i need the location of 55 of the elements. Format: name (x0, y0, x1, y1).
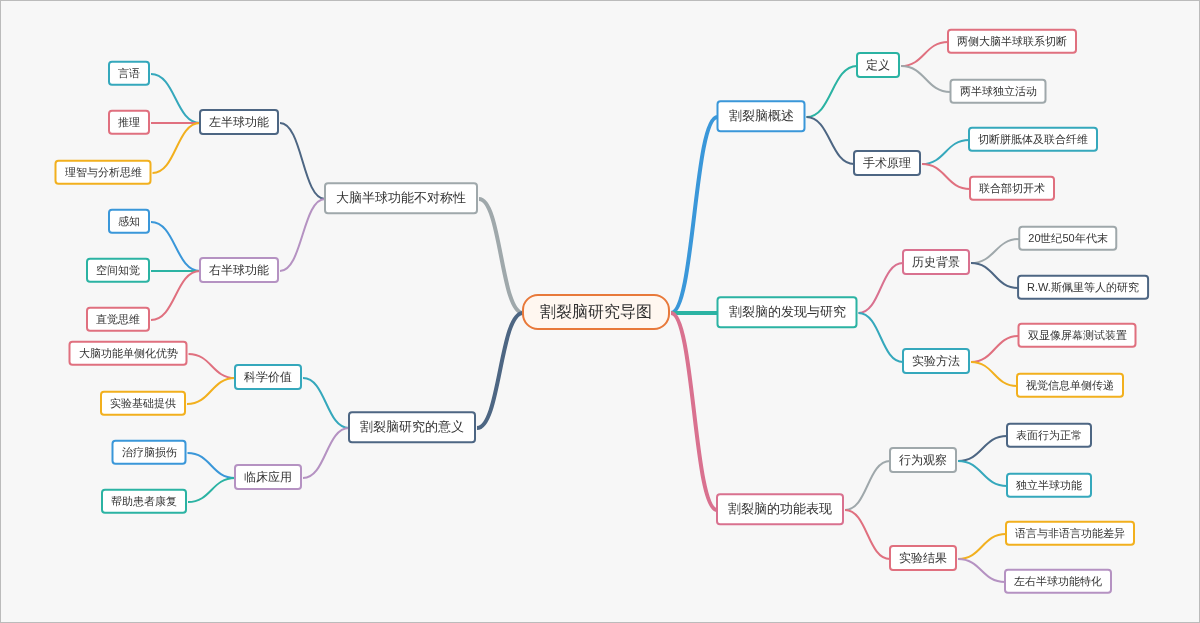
connector-curve (857, 312, 904, 363)
subtopic-box: 手术原理 (853, 150, 921, 176)
subtopic-box: 右半球功能 (199, 257, 279, 283)
leaf-topic-box: 言语 (108, 60, 150, 86)
leaf-topic-box: 切断胼胝体及联合纤维 (968, 126, 1098, 152)
leaf-topic-box: 视觉信息单侧传递 (1016, 372, 1124, 398)
leaf-topic-box: 20世纪50年代末 (1018, 225, 1118, 251)
leaf-topic-box: 表面行为正常 (1006, 422, 1092, 448)
connector-curve (302, 427, 350, 479)
leaf-topic-box: 实验基础提供 (100, 390, 186, 416)
leaf-topic-box: 独立半球功能 (1006, 472, 1092, 498)
leaf-topic-box: 两侧大脑半球联系切断 (947, 28, 1077, 54)
main-topic-box: 割裂脑概述 (716, 100, 806, 132)
subtopic-box: 左半球功能 (199, 109, 279, 135)
leaf-topic-box: 理智与分析思维 (54, 159, 152, 185)
leaf-topic-box: 联合部切开术 (969, 175, 1055, 201)
connector-curve (279, 198, 326, 272)
leaf-topic-box: 推理 (108, 109, 150, 135)
connector-curve (671, 311, 718, 315)
central-topic: 割裂脑研究导图 (522, 294, 670, 330)
connector-curve (151, 122, 201, 174)
leaf-topic-box: 双显像屏幕测试装置 (1017, 322, 1137, 348)
connector-curve (187, 477, 236, 503)
main-topic-box: 割裂脑的发现与研究 (716, 296, 858, 328)
leaf-topic-box: 空间知觉 (86, 257, 150, 283)
leaf-topic-box: 大脑功能单侧化优势 (68, 340, 188, 366)
subtopic-box: 行为观察 (889, 447, 957, 473)
subtopic-box: 科学价值 (234, 364, 302, 390)
connector-curve (957, 460, 1008, 487)
leaf-topic-box: 语言与非语言功能差异 (1005, 520, 1135, 546)
connector-curve (921, 163, 971, 190)
connector-curve (279, 122, 326, 200)
connector-curve (957, 558, 1006, 583)
subtopic-box: 历史背景 (902, 249, 970, 275)
subtopic-box: 实验结果 (889, 545, 957, 571)
leaf-topic-box: 左右半球功能特化 (1004, 568, 1112, 594)
main-topic-box: 割裂脑的功能表现 (716, 493, 844, 525)
main-topic-box: 大脑半球功能不对称性 (324, 182, 478, 214)
connector-curve (970, 361, 1018, 387)
connector-curve (476, 311, 524, 430)
connector-curve (844, 509, 891, 560)
leaf-topic-box: 治疗脑损伤 (111, 439, 187, 465)
connector-curve (150, 270, 201, 321)
leaf-topic-box: 感知 (108, 208, 150, 234)
subtopic-box: 临床应用 (234, 464, 302, 490)
connector-curve (805, 116, 855, 165)
subtopic-box: 定义 (856, 52, 900, 78)
main-topic-box: 割裂脑研究的意义 (348, 411, 476, 443)
connector-curve (478, 197, 524, 315)
leaf-topic-box: R.W.斯佩里等人的研究 (1017, 274, 1149, 300)
leaf-topic-box: 直觉思维 (86, 306, 150, 332)
subtopic-box: 实验方法 (902, 348, 970, 374)
leaf-topic-box: 帮助患者康复 (101, 488, 187, 514)
leaf-topic-box: 两半球独立活动 (949, 78, 1047, 104)
connector-curve (186, 377, 236, 405)
